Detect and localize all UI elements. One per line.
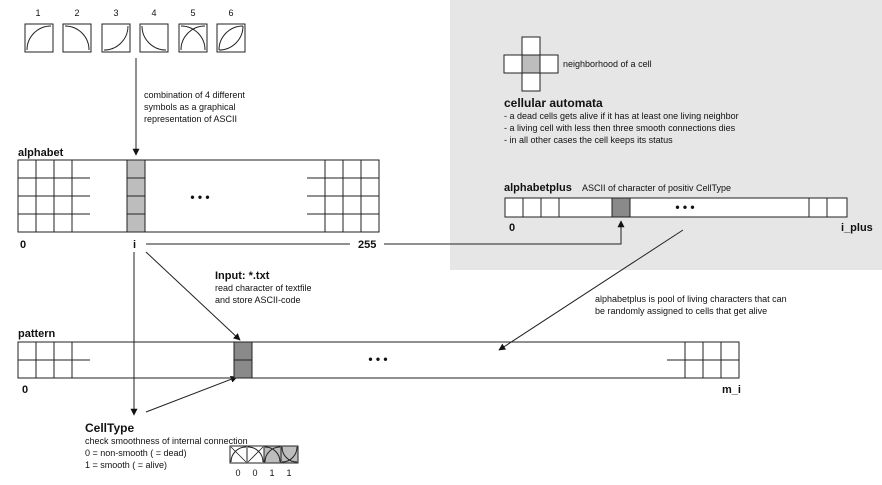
symbol-number-4: 4 bbox=[151, 8, 156, 18]
combination-note-line-3: representation of ASCII bbox=[144, 114, 237, 124]
alphabetplus-desc: ASCII of character of positiv CellType bbox=[582, 183, 731, 193]
alphabetplus-ellipsis: • • • bbox=[675, 200, 694, 214]
alphabet-title: alphabet bbox=[18, 147, 64, 159]
pattern-index-end: m_i bbox=[722, 384, 741, 396]
celltype-bit-2: 0 bbox=[252, 468, 257, 478]
symbol-number-2: 2 bbox=[74, 8, 79, 18]
alphabetplus-title: alphabetplus bbox=[504, 182, 572, 194]
alphabet-grid bbox=[17, 159, 380, 233]
symbol-numbers: 1 2 3 4 5 6 bbox=[35, 8, 233, 18]
alphabetplus-grid bbox=[504, 197, 848, 218]
symbol-tile-4 bbox=[139, 23, 169, 53]
combination-note-line-2: symbols as a graphical bbox=[144, 102, 236, 112]
alphabet-index-end: 255 bbox=[358, 239, 376, 251]
celltype-subtitle: check smoothness of internal connection bbox=[85, 436, 248, 446]
pool-note-line-2: be randomly assigned to cells that get a… bbox=[595, 306, 767, 316]
pattern-ellipsis: • • • bbox=[368, 352, 387, 366]
alphabetplus-to-pattern-arrow bbox=[498, 229, 684, 351]
celltype-bit-3: 1 bbox=[269, 468, 274, 478]
celltype-bit-1: 0 bbox=[235, 468, 240, 478]
alphabet-index-i: i bbox=[133, 239, 136, 251]
alphabetplus-highlight-cell bbox=[611, 197, 631, 218]
cellular-automata-title: cellular automata bbox=[504, 96, 603, 110]
symbol-number-5: 5 bbox=[190, 8, 195, 18]
alphabetplus-index-end: i_plus bbox=[841, 222, 873, 234]
symbol-tiles bbox=[24, 23, 246, 53]
symbol-tile-6 bbox=[216, 23, 246, 53]
symbol-number-1: 1 bbox=[35, 8, 40, 18]
symbol-tile-5 bbox=[178, 23, 208, 53]
alphabetplus-index-start: 0 bbox=[509, 222, 515, 234]
input-title: Input: *.txt bbox=[215, 270, 270, 282]
ca-rule-3: - in all other cases the cell keeps its … bbox=[504, 135, 673, 145]
celltype-title: CellType bbox=[85, 421, 134, 435]
alphabet-index-start: 0 bbox=[20, 239, 26, 251]
combination-note-line-1: combination of 4 different bbox=[144, 90, 245, 100]
symbol-number-6: 6 bbox=[228, 8, 233, 18]
pool-note-line-1: alphabetplus is pool of living character… bbox=[595, 294, 787, 304]
pattern-grid bbox=[17, 341, 740, 379]
symbol-tile-1 bbox=[24, 23, 54, 53]
celltype-bit-4: 1 bbox=[286, 468, 291, 478]
ca-rule-2: - a living cell with less then three smo… bbox=[504, 123, 736, 133]
pattern-highlight-top bbox=[233, 341, 253, 361]
celltype-tile-4 bbox=[280, 445, 299, 464]
input-line-1: read character of textfile bbox=[215, 283, 312, 293]
alphabet-to-pattern-arrow bbox=[145, 251, 241, 341]
alphabet-to-alphabetplus-arrow bbox=[384, 220, 625, 245]
neighborhood-cross bbox=[503, 36, 559, 92]
symbol-number-3: 3 bbox=[113, 8, 118, 18]
celltype-line-1: 1 = smooth ( = alive) bbox=[85, 460, 167, 470]
pattern-title: pattern bbox=[18, 328, 56, 340]
symbol-tile-3 bbox=[101, 23, 131, 53]
ca-rule-1: - a dead cells gets alive if it has at l… bbox=[504, 111, 739, 121]
neighborhood-label: neighborhood of a cell bbox=[563, 59, 652, 69]
pattern-highlight-bottom bbox=[233, 359, 253, 379]
combination-note: combination of 4 different symbols as a … bbox=[144, 90, 245, 124]
celltype-line-0: 0 = non-smooth ( = dead) bbox=[85, 448, 187, 458]
celltype-to-pattern-arrow bbox=[145, 375, 238, 413]
alphabet-ellipsis: • • • bbox=[190, 190, 209, 204]
symbol-tile-2 bbox=[62, 23, 92, 53]
celltype-tiles bbox=[229, 445, 299, 464]
pattern-index-start: 0 bbox=[22, 384, 28, 396]
input-line-2: and store ASCII-code bbox=[215, 295, 301, 305]
